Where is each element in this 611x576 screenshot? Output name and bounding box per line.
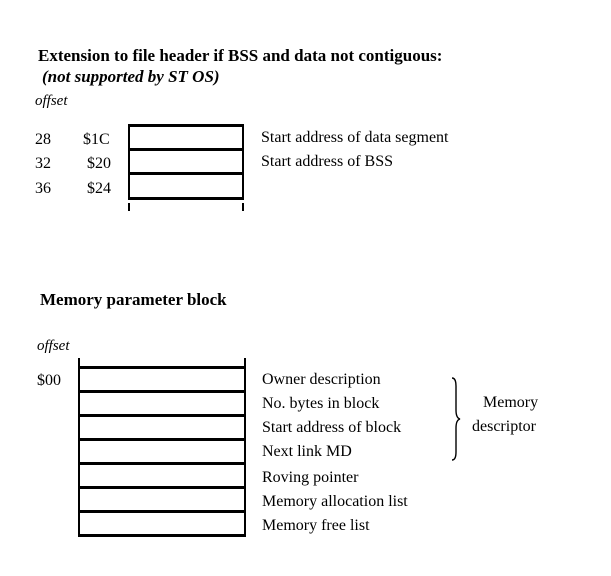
section2-offset-label: offset <box>37 338 70 354</box>
row-label-memory-allocation-list: Memory allocation list <box>262 493 408 510</box>
row-label-data-segment: Start address of data segment <box>261 129 449 146</box>
section1-offset-label: offset <box>35 93 68 109</box>
row-label-memory-free-list: Memory free list <box>262 517 370 534</box>
memory-parameter-block-table <box>78 366 246 537</box>
offset-hex-00: $00 <box>37 372 61 389</box>
file-header-extension-table <box>128 124 244 200</box>
row-label-no-bytes: No. bytes in block <box>262 395 380 412</box>
row-label-roving-pointer: Roving pointer <box>262 469 359 486</box>
group-brace <box>451 377 461 461</box>
offset-hex-1c: $1C <box>83 131 110 148</box>
offset-dec-32: 32 <box>35 155 51 172</box>
table-stub-right <box>242 203 244 211</box>
row-label-start-address-block: Start address of block <box>262 419 402 436</box>
table-row <box>78 390 246 414</box>
offset-dec-36: 36 <box>35 180 51 197</box>
section1-subtitle: (not supported by ST OS) <box>42 67 220 86</box>
table-row <box>128 148 244 172</box>
table-row <box>128 172 244 200</box>
group-label-memory: Memory <box>483 394 539 411</box>
offset-hex-20: $20 <box>87 155 111 172</box>
table-row <box>78 510 246 537</box>
table-row <box>78 366 246 390</box>
section2-title: Memory parameter block <box>40 290 227 309</box>
offset-hex-24: $24 <box>87 180 111 197</box>
table-stub-left <box>78 358 80 367</box>
row-label-bss: Start address of BSS <box>261 153 393 170</box>
table-row <box>78 414 246 438</box>
table-stub-right <box>244 358 246 367</box>
offset-dec-28: 28 <box>35 131 51 148</box>
table-row <box>78 486 246 510</box>
row-label-owner-description: Owner description <box>262 371 381 388</box>
group-label-descriptor: descriptor <box>472 418 536 435</box>
table-row <box>78 438 246 462</box>
table-row <box>128 124 244 148</box>
row-label-next-link-md: Next link MD <box>262 443 352 460</box>
table-stub-left <box>128 203 130 211</box>
section1-title: Extension to file header if BSS and data… <box>38 46 443 65</box>
table-row <box>78 462 246 486</box>
